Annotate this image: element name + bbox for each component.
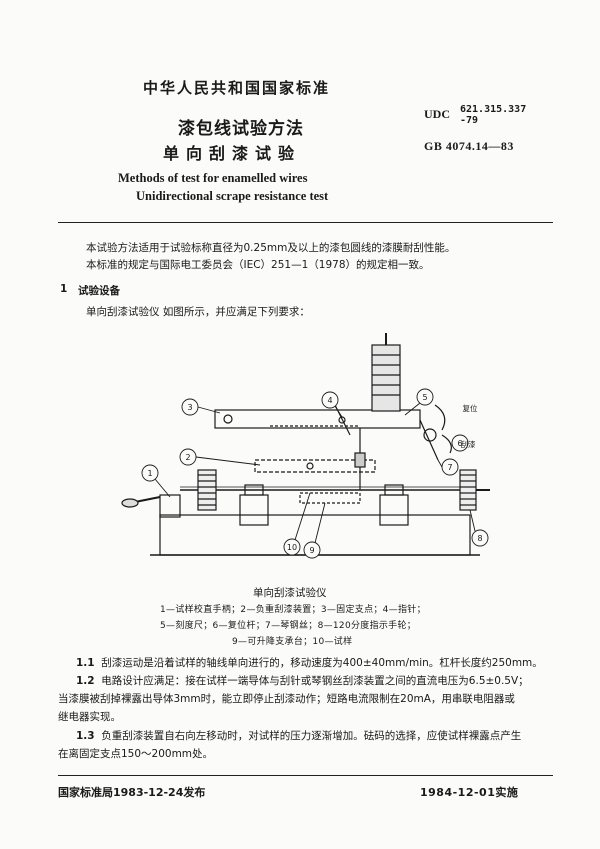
callout-1: 1 bbox=[147, 469, 152, 478]
weighted-scraper bbox=[254, 459, 376, 473]
udc-label: UDC bbox=[424, 107, 450, 121]
callout-9: 9 bbox=[309, 546, 314, 555]
index-handwheel bbox=[459, 469, 477, 511]
udc-number: 621.315.337 -79 bbox=[460, 104, 527, 126]
callout-7: 7 bbox=[447, 463, 452, 472]
clause-1-3: 1.3 负重刮漆装置自右向左移动时，对试样的压力逐渐增加。砝码的选择，应使试样裸… bbox=[76, 727, 521, 745]
title-english-line-2: Unidirectional scrape resistance test bbox=[136, 189, 329, 203]
clause-1-2-continuation-2: 继电器实现。 bbox=[58, 711, 121, 723]
title-chinese-line-2: 单向刮漆试验 bbox=[163, 144, 302, 163]
clause-1-1: 1.1 刮漆运动是沿着试样的轴线单向进行的，移动速度为400±40mm/min。… bbox=[76, 654, 543, 672]
section-body: 单向刮漆试验仪 如图所示，并应满足下列要求： bbox=[86, 306, 310, 318]
header-divider bbox=[58, 222, 553, 223]
lever-arm bbox=[214, 409, 421, 429]
callout-3: 3 bbox=[187, 403, 192, 412]
fixed-pivot bbox=[223, 414, 233, 424]
title-chinese-line-1: 漆包线试验方法 bbox=[178, 119, 304, 139]
clause-1-2: 1.2 电路设计应满足：接在试样一端导体与刮针或琴钢丝刮漆装置之间的直流电压为6… bbox=[76, 672, 529, 690]
clause-1-2-continuation: 当漆膜被刮掉裸露出导体3mm时，能立即停止刮漆动作；短路电流限制在20mA，用串… bbox=[58, 693, 515, 705]
clause-number: 1.1 bbox=[76, 657, 95, 669]
reset-lever bbox=[423, 428, 437, 442]
callout-6: 6 bbox=[457, 439, 462, 448]
left-gear bbox=[197, 469, 217, 511]
callout-2: 2 bbox=[185, 453, 190, 462]
clause-number: 1.2 bbox=[76, 675, 95, 687]
lift-table bbox=[299, 492, 361, 504]
handle-knob bbox=[121, 498, 139, 508]
callout-8: 8 bbox=[477, 534, 482, 543]
section-number: 1 bbox=[60, 283, 68, 295]
effective-date: 1984-12-01实施 bbox=[420, 786, 519, 799]
clause-text: 刮漆运动是沿着试样的轴线单向进行的，移动速度为400±40mm/min。杠杆长度… bbox=[101, 657, 543, 669]
figure-caption: 单向刮漆试验仪 bbox=[253, 587, 327, 599]
clause-number: 1.3 bbox=[76, 730, 95, 742]
reset-direction-label: 复位 bbox=[463, 403, 478, 413]
weight-column bbox=[371, 344, 401, 412]
standard-category-label: 中华人民共和国国家标准 bbox=[143, 79, 331, 97]
intro-paragraph-line-1: 本试验方法适用于试验标称直径为0.25mm及以上的漆包圆线的漆膜耐刮性能。 bbox=[86, 242, 456, 254]
clause-1-3-continuation: 在离固定支点150～200mm处。 bbox=[58, 748, 214, 760]
scrape-direction-label: 刮漆 bbox=[461, 439, 476, 449]
callout-5: 5 bbox=[422, 393, 427, 402]
clause-text: 负重刮漆装置自右向左移动时，对试样的压力逐渐增加。砝码的选择，应使试样裸露点产生 bbox=[101, 730, 522, 742]
footer-divider bbox=[58, 775, 553, 776]
callout-4: 4 bbox=[327, 396, 332, 405]
intro-paragraph-line-2: 本标准的规定与国际电工委员会（IEC）251—1（1978）的规定相一致。 bbox=[86, 259, 430, 271]
issue-date: 国家标准局1983-12-24发布 bbox=[58, 786, 206, 799]
handle-post bbox=[159, 494, 181, 518]
gb-standard-code: GB 4074.14—83 bbox=[424, 139, 514, 153]
figure-legend-line-1: 1—试样校直手柄；2—负重刮漆装置；3—固定支点；4—指针； bbox=[160, 605, 426, 615]
figure-legend-line-2: 5—刻度尺；6—复位杆；7—琴钢丝；8—120分度指示手轮； bbox=[160, 621, 417, 631]
figure-legend-line-3: 9—可升降支承台；10—试样 bbox=[232, 637, 353, 647]
callout-10: 10 bbox=[287, 543, 297, 552]
clause-text: 电路设计应满足：接在试样一端导体与刮针或琴钢丝刮漆装置之间的直流电压为6.5±0… bbox=[101, 675, 529, 687]
section-title: 试验设备 bbox=[78, 285, 120, 297]
title-english-line-1: Methods of test for enamelled wires bbox=[118, 171, 308, 185]
scrape-tester-apparatus-diagram: 1 2 3 4 5 6 7 8 9 10 复位 刮漆 bbox=[121, 333, 490, 559]
